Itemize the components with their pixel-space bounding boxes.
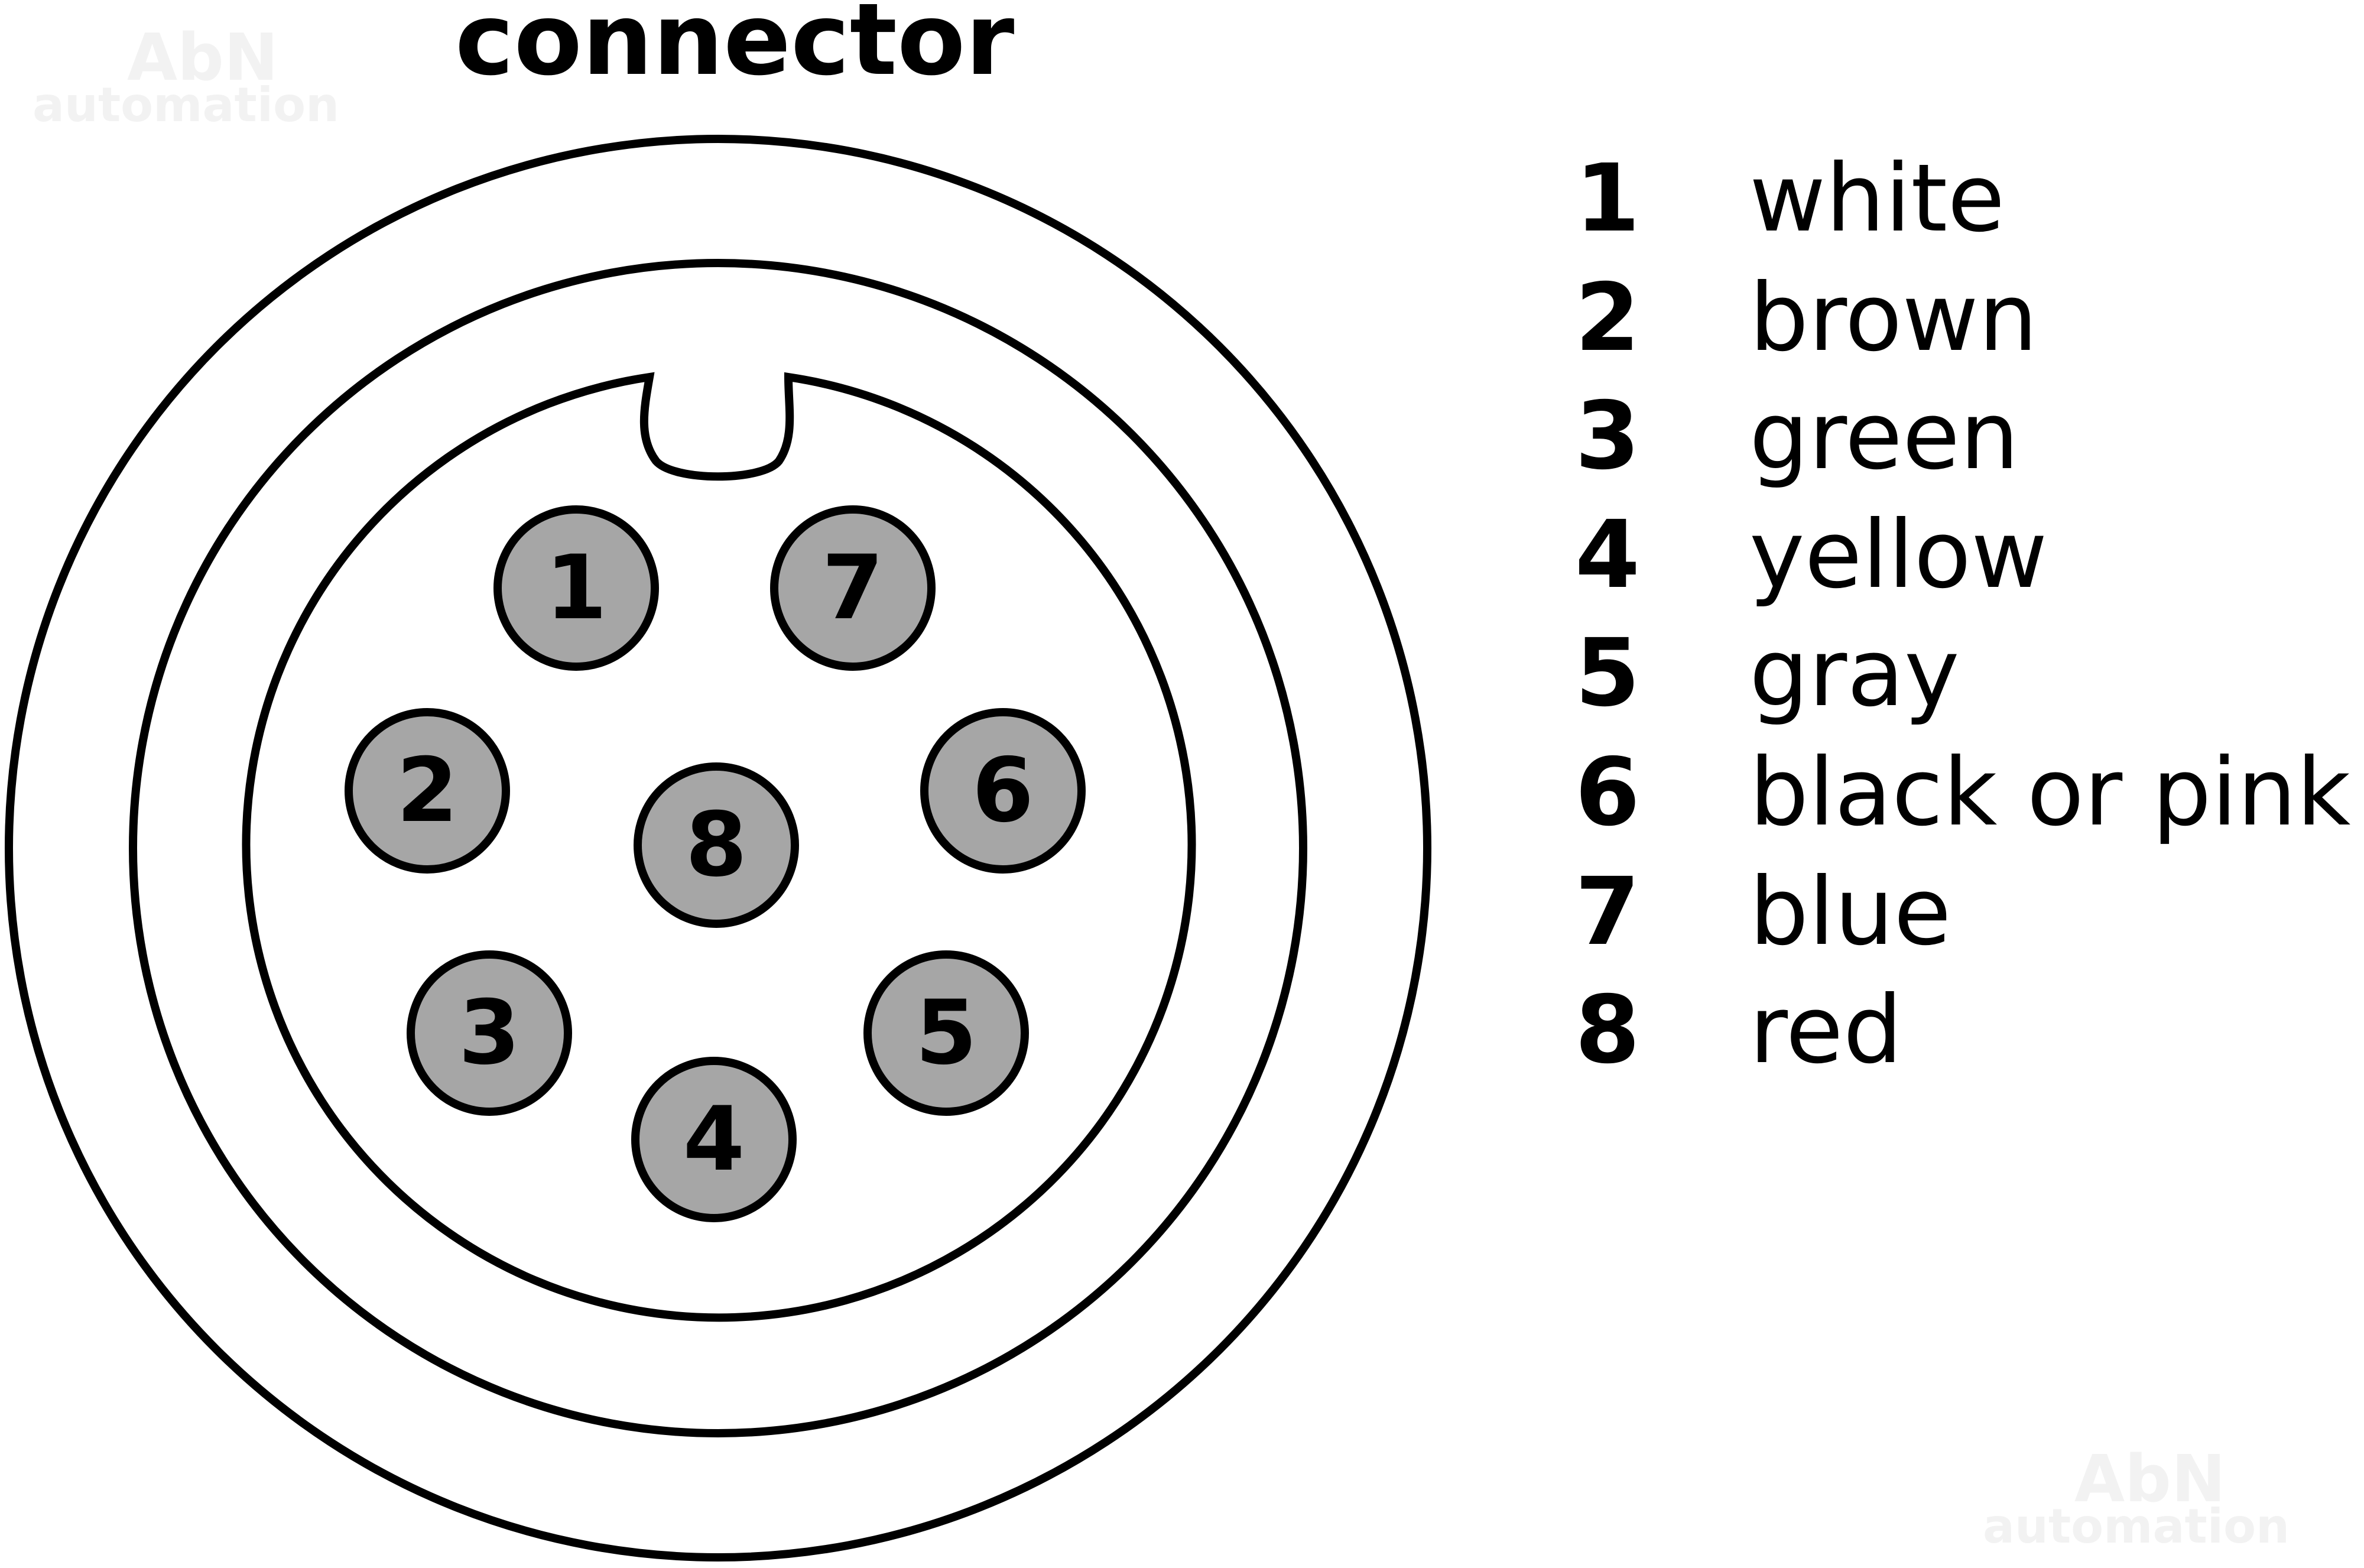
- legend-wire-color: red: [1749, 976, 1902, 1085]
- pin-2-label: 2: [397, 739, 458, 842]
- pin-1-label: 1: [545, 537, 607, 639]
- pin-2: 2: [345, 708, 510, 874]
- watermark-top-left-line2: automation: [33, 77, 339, 132]
- pin-6: 6: [920, 708, 1086, 874]
- legend-row: 4 yellow: [1575, 501, 2047, 609]
- pin-8-circle: [634, 762, 799, 928]
- pin-8-label: 8: [686, 794, 747, 897]
- legend-wire-color: green: [1749, 382, 2019, 491]
- legend-pin-number: 2: [1575, 264, 1640, 372]
- watermark-top-left-line1: AbN: [127, 20, 278, 95]
- legend-wire-color: yellow: [1749, 501, 2047, 609]
- legend-wire-color: blue: [1749, 858, 1951, 966]
- pin-1: 1: [493, 505, 659, 671]
- watermark-bottom-right-line1: AbN: [2074, 1441, 2226, 1517]
- legend-row: 5 gray: [1575, 619, 1960, 728]
- pin-5-circle: [863, 950, 1029, 1116]
- connector-outer-ring: [5, 135, 1431, 1561]
- legend-row: 2 brown: [1575, 264, 2038, 372]
- legend-pin-number: 8: [1575, 976, 1640, 1085]
- pin-3: 3: [407, 950, 572, 1116]
- diagram-title: connector: [455, 0, 1014, 98]
- pin-7-label: 7: [822, 537, 884, 639]
- legend-pin-number: 4: [1575, 501, 1640, 609]
- legend-wire-color: white: [1749, 144, 2005, 253]
- legend-wire-color: gray: [1749, 619, 1960, 728]
- legend-pin-number: 7: [1575, 858, 1640, 966]
- pin-1-circle: [493, 505, 659, 671]
- watermark-top-left: AbN automation: [33, 20, 339, 132]
- pin-7-circle: [770, 505, 936, 671]
- legend-wire-color: black or pink: [1749, 738, 2351, 847]
- pin-5-label: 5: [915, 982, 977, 1085]
- pin-6-circle: [920, 708, 1086, 874]
- legend-pin-number: 5: [1575, 619, 1640, 728]
- pin-4-label: 4: [683, 1088, 745, 1191]
- connector-inner-face-with-key-notch: [242, 372, 1196, 1322]
- pin-2-circle: [345, 708, 510, 874]
- legend-row: 7 blue: [1575, 858, 1951, 966]
- legend-row: 6 black or pink: [1575, 738, 2351, 847]
- watermark-bottom-right-line2: automation: [1983, 1499, 2290, 1554]
- pin-5: 5: [863, 950, 1029, 1116]
- pin-4-circle: [631, 1057, 797, 1222]
- legend-wire-color: brown: [1749, 264, 2038, 372]
- pin-3-label: 3: [459, 982, 520, 1085]
- legend-row: 3 green: [1575, 382, 2019, 491]
- legend-row: 8 red: [1575, 976, 1902, 1085]
- legend-pin-number: 3: [1575, 382, 1640, 491]
- connector-middle-ring: [129, 259, 1307, 1437]
- pin-6-label: 6: [972, 739, 1034, 842]
- watermark-bottom-right: AbN automation: [1983, 1441, 2290, 1554]
- legend-pin-number: 1: [1575, 144, 1640, 253]
- legend-row: 1 white: [1575, 144, 2005, 253]
- pin-8: 8: [634, 762, 799, 928]
- pin-4: 4: [631, 1057, 797, 1222]
- pin-3-circle: [407, 950, 572, 1116]
- legend-pin-number: 6: [1575, 738, 1640, 847]
- wire-color-legend: 1 white 2 brown 3 green 4 yellow 5 gray …: [1575, 144, 2351, 1085]
- pins-group: 1 7 2 6 8 3 5 4: [345, 505, 1086, 1222]
- pin-7: 7: [770, 505, 936, 671]
